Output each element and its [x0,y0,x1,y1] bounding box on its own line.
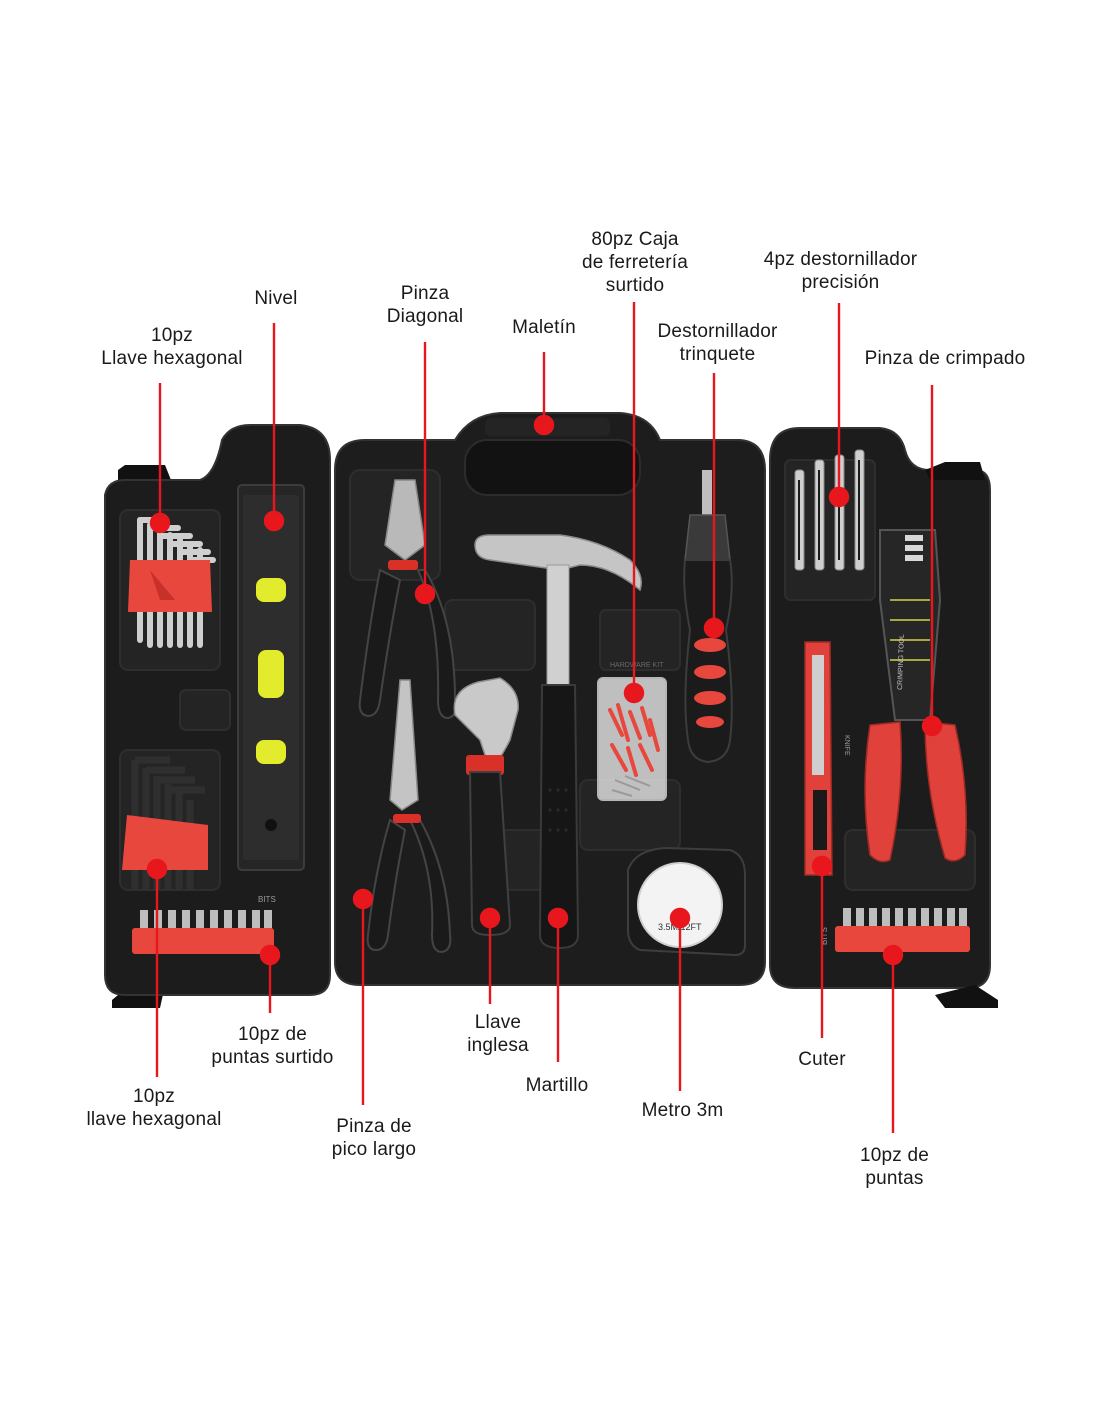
label-maletin: Maletín [512,317,576,338]
label-llave-hexagonal-bottom: 10pz llave hexagonal [86,1086,222,1130]
label-destornillador-trinquete: Destornillador trinquete [657,321,778,365]
label-destornillador-precision: 4pz destornillador precisión [763,249,918,293]
label-pinza-pico-largo: Pinza de pico largo [331,1116,417,1160]
hex-key-holder-bottom [122,815,208,870]
label-cuter: Cuter [798,1049,846,1070]
callout-dot-metro [669,907,691,929]
callout-dot-pico-largo [352,888,374,910]
label-martillo: Martillo [525,1075,589,1096]
label-caja-ferreteria: 80pz Caja de ferretería surtido [581,229,689,296]
hex-key-holder-top [128,560,212,612]
hex-key-set-top [128,517,216,648]
callout-dot-puntas-surtido [259,944,281,966]
label-metro: Metro 3m [641,1100,724,1121]
label-pinza-diagonal: Pinza Diagonal [386,283,464,327]
label-nivel: Nivel [254,288,298,309]
knife-text: KNIFE [843,735,850,756]
label-puntas-surtido: 10pz de puntas surtido [211,1024,334,1068]
diagonal-pliers [358,479,457,720]
precision-screwdrivers [794,449,865,571]
callout-dot-hex-top [149,512,171,534]
callout-dot-puntas [882,944,904,966]
claw-hammer [474,534,642,950]
handle-opening [464,439,641,496]
tape-measure: 3.5M/12FT [627,846,746,957]
bits-left-text: BITS [258,895,276,904]
bits-right-text: BITS [820,927,829,945]
hex-key-set-bottom [122,756,208,890]
utility-knife: KNIFE [804,641,850,876]
label-pinza-crimpado: Pinza de crimpado [864,348,1026,369]
callout-dot-caja [623,682,645,704]
crimp-text: CRIMPING TOOL [897,634,906,690]
label-llave-inglesa: Llave inglesa [467,1012,529,1056]
long-nose-pliers [366,679,452,954]
crimping-tool: CRIMPING TOOL [864,529,967,863]
adjustable-wrench [453,677,519,937]
label-puntas: 10pz de puntas [859,1145,929,1189]
callout-dot-llave-inglesa [479,907,501,929]
callout-dot-maletin [533,414,555,436]
hardware-box: HARDWARE KIT [597,662,667,801]
label-llave-hexagonal-top: 10pz Llave hexagonal [101,325,243,369]
callout-dot-precision [828,486,850,508]
ratchet-screwdriver [683,470,733,764]
callout-dot-trinquete [703,617,725,639]
callout-dot-pinza-diagonal [414,583,436,605]
callout-dot-nivel [263,510,285,532]
callout-dot-hex-bottom [146,858,168,880]
hardware-kit-text: HARDWARE KIT [610,662,664,669]
callout-dot-cuter [811,855,833,877]
spirit-level [237,484,305,871]
callouts [146,302,943,1133]
callout-dot-crimpado [921,715,943,737]
bit-strip-right: BITS [820,908,970,952]
callout-dot-martillo [547,907,569,929]
